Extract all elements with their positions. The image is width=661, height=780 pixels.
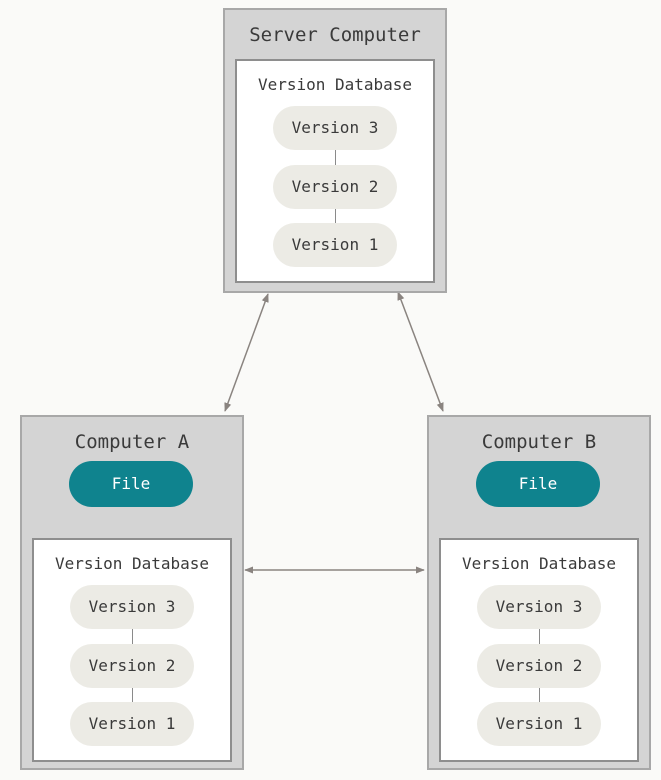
computer-a-version-3: Version 3 xyxy=(70,585,194,629)
server-database-title: Version Database xyxy=(257,75,413,94)
computer-b-file: File xyxy=(476,461,600,507)
computer-b-title: Computer B xyxy=(481,431,597,453)
computer-a-database-title: Version Database xyxy=(54,554,210,573)
computer-b: Computer B File Version Database Version… xyxy=(427,415,651,770)
server-version-2: Version 2 xyxy=(273,165,397,209)
computer-b-version-3: Version 3 xyxy=(477,585,601,629)
server-version-3: Version 3 xyxy=(273,106,397,150)
connector-line xyxy=(335,150,336,165)
computer-a-title: Computer A xyxy=(74,431,190,453)
computer-a: Computer A File Version Database Version… xyxy=(20,415,244,770)
arrow-server-computer-a xyxy=(224,293,269,412)
connector-line xyxy=(132,629,133,644)
computer-b-version-database: Version Database Version 3 Version 2 Ver… xyxy=(439,538,639,762)
server-computer: Server Computer Version Database Version… xyxy=(223,8,447,293)
connector-line xyxy=(539,688,540,703)
computer-a-version-2: Version 2 xyxy=(70,644,194,688)
computer-a-file: File xyxy=(69,461,193,507)
server-version-1: Version 1 xyxy=(273,223,397,267)
connector-line xyxy=(335,209,336,224)
computer-b-version-1: Version 1 xyxy=(477,702,601,746)
arrow-server-computer-b xyxy=(397,291,444,412)
computer-b-version-2: Version 2 xyxy=(477,644,601,688)
computer-a-version-1: Version 1 xyxy=(70,702,194,746)
server-computer-title: Server Computer xyxy=(249,24,421,46)
connector-line xyxy=(539,629,540,644)
connector-line xyxy=(132,688,133,703)
computer-a-version-database: Version Database Version 3 Version 2 Ver… xyxy=(32,538,232,762)
server-version-database: Version Database Version 3 Version 2 Ver… xyxy=(235,59,435,283)
computer-b-database-title: Version Database xyxy=(461,554,617,573)
